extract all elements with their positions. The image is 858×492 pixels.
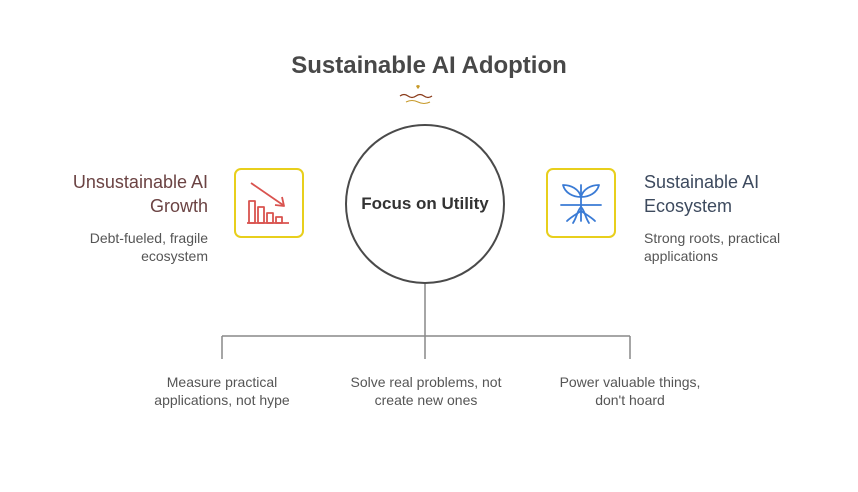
left-title: Unsustainable AI Growth (73, 170, 208, 218)
branch-line: applications, not hype (154, 392, 290, 408)
branch-item: Measure practical applications, not hype (132, 373, 312, 409)
left-desc-line: Debt-fueled, fragile (89, 230, 208, 246)
left-desc-line: ecosystem (141, 248, 208, 264)
branch-item: Solve real problems, not create new ones (336, 373, 516, 409)
branch-line: create new ones (374, 392, 478, 408)
branch-line: don't hoard (595, 392, 665, 408)
left-icon-box (234, 168, 304, 238)
page-title: Sustainable AI Adoption (291, 52, 567, 79)
left-title-line: Unsustainable AI (72, 172, 208, 192)
logo-icon (399, 85, 433, 104)
branch-item: Power valuable things, don't hoard (540, 373, 720, 409)
branch-line: Solve real problems, not (350, 374, 502, 390)
left-title-line: Growth (149, 196, 208, 216)
right-description: Strong roots, practical applications (644, 229, 780, 265)
right-desc-line: applications (644, 248, 718, 264)
right-icon-box (546, 168, 616, 238)
branch-line: Power valuable things, (559, 374, 701, 390)
center-label: Focus on Utility (361, 194, 489, 213)
right-title-line: Sustainable AI (644, 172, 760, 192)
branch-line: Measure practical (166, 374, 278, 390)
center-node: Focus on Utility (345, 124, 505, 284)
right-desc-line: Strong roots, practical (644, 230, 781, 246)
declining-bar-chart-icon (247, 182, 289, 224)
right-title: Sustainable AI Ecosystem (644, 170, 759, 218)
left-description: Debt-fueled, fragile ecosystem (90, 229, 208, 265)
right-title-line: Ecosystem (644, 196, 733, 216)
sprout-with-roots-icon (560, 184, 602, 224)
